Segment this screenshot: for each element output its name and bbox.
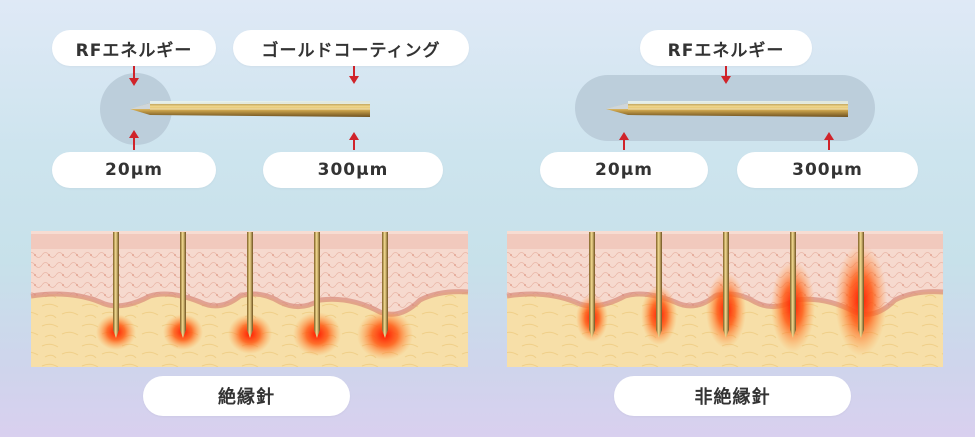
needle-icon bbox=[113, 232, 388, 338]
skin-cross-section-insulated bbox=[30, 231, 469, 367]
label-rf-energy-right: RFエネルギー bbox=[640, 30, 812, 66]
insulated-needle-diagram bbox=[100, 66, 370, 150]
label-300um-left: 300μm bbox=[263, 152, 443, 188]
label-20um-left: 20μm bbox=[52, 152, 216, 188]
arrow-icon bbox=[129, 66, 359, 150]
label-gold-coating: ゴールドコーティング bbox=[233, 30, 469, 66]
needle-icon bbox=[589, 232, 864, 338]
label-20um-right: 20μm bbox=[540, 152, 708, 188]
arrow-icon bbox=[619, 66, 834, 150]
label-300um-right: 300μm bbox=[737, 152, 918, 188]
caption-non-insulated-needle: 非絶縁針 bbox=[614, 376, 851, 416]
caption-insulated-needle: 絶縁針 bbox=[143, 376, 350, 416]
insulated-needle bbox=[130, 101, 370, 117]
non-insulated-needle bbox=[606, 101, 848, 117]
label-rf-energy-left: RFエネルギー bbox=[52, 30, 216, 66]
non-insulated-needle-diagram bbox=[575, 66, 875, 150]
skin-cross-section-non-insulated bbox=[506, 231, 944, 367]
